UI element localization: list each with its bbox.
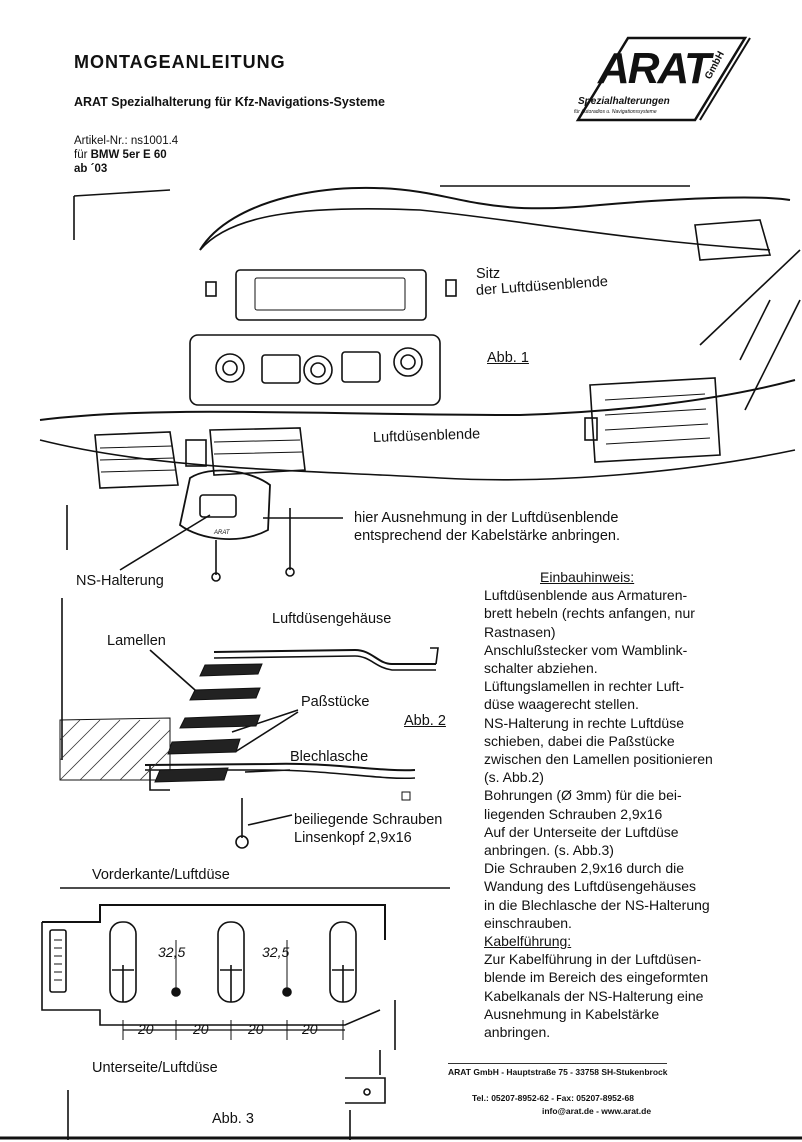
fig2-label-spacers: Paßstücke xyxy=(301,694,370,710)
fig2-caption: Abb. 2 xyxy=(404,713,446,729)
logo-tagline: Spezialhalterungen xyxy=(578,96,670,107)
fig1-label-holder: NS-Halterung xyxy=(76,573,164,589)
model-line: für BMW 5er E 60 xyxy=(74,148,178,162)
instruction-line: liegenden Schrauben 2,9x16 xyxy=(484,805,663,822)
cable-line: anbringen. xyxy=(484,1024,551,1041)
footer-web: info@arat.de - www.arat.de xyxy=(542,1106,652,1116)
fig1-caption: Abb. 1 xyxy=(487,350,529,366)
instruction-line: (s. Abb.2) xyxy=(484,769,544,786)
model-name: BMW 5er E 60 xyxy=(90,149,167,161)
model-prefix: für xyxy=(74,149,91,161)
instruction-line: NS-Halterung in rechte Luftdüse xyxy=(484,714,684,731)
cable-line: blende im Bereich des eingeformten xyxy=(484,969,709,986)
fig3-dim-bottom-3: 20 xyxy=(248,1021,264,1037)
fig1-note-2: entsprechend der Kabelstärke anbringen. xyxy=(354,528,621,544)
fig1-label-seat-1: Sitz xyxy=(476,266,501,282)
article-number: Artikel-Nr.: ns1001.4 xyxy=(74,135,179,147)
instruction-line: in die Blechlasche der NS-Halterung xyxy=(484,896,710,913)
article-info: Artikel-Nr.: ns1001.4 für BMW 5er E 60 a… xyxy=(74,134,178,176)
arat-logo xyxy=(575,36,751,122)
instruction-line: Anschlußstecker vom Wamblink- xyxy=(484,641,688,658)
installation-instructions: Einbauhinweis: Luftdüsenblende aus Armat… xyxy=(484,568,784,1041)
model-year: ab ´03 xyxy=(74,163,108,175)
fig2-label-screws-2: Linsenkopf 2,9x16 xyxy=(294,830,412,846)
fig3-label-bottom: Unterseite/Luftdüse xyxy=(92,1060,218,1076)
fig3-caption: Abb. 3 xyxy=(212,1111,254,1127)
fig2-label-edge: Vorderkante/Luftdüse xyxy=(92,867,230,883)
instruction-line: Wandung des Luftdüsengehäuses xyxy=(484,878,696,895)
page-subtitle: ARAT Spezialhalterung für Kfz-Navigation… xyxy=(74,95,385,109)
logo-brand: ARAT xyxy=(598,44,711,93)
instruction-line: schalter abziehen. xyxy=(484,660,598,677)
instruction-line: Luftdüsenblende aus Armaturen- xyxy=(484,587,688,604)
instruction-line: zwischen den Lamellen positionieren xyxy=(484,751,713,768)
holder-stamp: ARAT xyxy=(214,530,230,536)
footer-phone: Tel.: 05207-8952-62 - Fax: 05207-8952-68 xyxy=(472,1093,634,1103)
fig3-dim-1: 32,5 xyxy=(158,944,186,960)
cable-line: Ausnehmung in Kabelstärke xyxy=(484,1005,660,1022)
fig2-label-lamellae: Lamellen xyxy=(107,633,166,649)
page-title: MONTAGEANLEITUNG xyxy=(74,52,286,72)
logo-tagline-small: für Autoradios u. Navigationssysteme xyxy=(574,109,657,115)
cable-line: Kabelkanals der NS-Halterung eine xyxy=(484,987,704,1004)
fig3-dim-bottom-2: 20 xyxy=(193,1021,209,1037)
instruction-line: Die Schrauben 2,9x16 durch die xyxy=(484,860,685,877)
fig3-dim-2: 32,5 xyxy=(262,944,290,960)
instruction-line: brett hebeln (rechts anfangen, nur xyxy=(484,605,695,622)
instruction-line: anbringen. (s. Abb.3) xyxy=(484,842,614,859)
fig2-label-tab: Blechlasche xyxy=(290,749,369,765)
fig3-dim-bottom-1: 20 xyxy=(138,1021,154,1037)
instruction-line: schieben, dabei die Paßstücke xyxy=(484,732,675,749)
fig2-label-housing: Luftdüsengehäuse xyxy=(272,611,392,627)
instruction-line: einschrauben. xyxy=(484,914,572,931)
instruction-line: Bohrungen (Ø 3mm) für die bei- xyxy=(484,787,682,804)
instruction-line: Auf der Unterseite der Luftdüse xyxy=(484,823,679,840)
fig1-note-1: hier Ausnehmung in der Luftdüsenblende xyxy=(354,510,619,526)
fig2-label-screws-1: beiliegende Schrauben xyxy=(294,812,443,828)
instruction-line: Rastnasen) xyxy=(484,623,556,640)
instruction-line: düse waagerecht stellen. xyxy=(484,696,639,713)
cable-line: Zur Kabelführung in der Luftdüsen- xyxy=(484,951,702,968)
fig3-dim-bottom-4: 20 xyxy=(302,1021,318,1037)
footer-company: ARAT GmbH - Hauptstraße 75 - 33758 SH-St… xyxy=(448,1063,668,1077)
instructions-heading: Einbauhinweis: xyxy=(540,569,635,585)
cable-heading: Kabelführung: xyxy=(484,933,572,950)
instruction-line: Lüftungslamellen in rechter Luft- xyxy=(484,678,684,695)
